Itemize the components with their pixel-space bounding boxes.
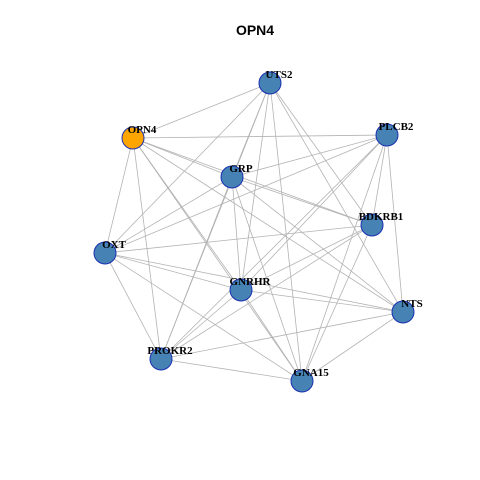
node-circle — [149, 347, 173, 371]
edge-nts-prokr2 — [160, 311, 404, 360]
edge-bdkrb1-gnrhr — [240, 224, 373, 291]
edge-opn4-nts — [132, 137, 404, 313]
edge-grp-gnrhr — [231, 176, 242, 291]
edge-oxt-gna15 — [104, 252, 303, 382]
edge-uts2-oxt — [104, 82, 271, 254]
edge-opn4-bdkrb1 — [132, 137, 373, 226]
node-circle — [229, 278, 253, 302]
edge-oxt-gnrhr — [104, 252, 242, 291]
edge-plcb2-oxt — [104, 134, 388, 254]
node-label: UTS2 — [266, 69, 293, 81]
edge-oxt-prokr2 — [104, 252, 162, 360]
node-grp: GRP — [220, 163, 253, 189]
node-gna15: GNA15 — [290, 367, 329, 393]
edge-gnrhr-gna15 — [240, 289, 303, 382]
node-circle — [93, 241, 117, 265]
edge-opn4-grp — [132, 137, 233, 178]
node-circle — [121, 126, 145, 150]
edge-prokr2-gna15 — [160, 358, 303, 382]
edge-grp-bdkrb1 — [231, 176, 373, 226]
node-label: GNA15 — [293, 367, 329, 379]
edge-opn4-gna15 — [132, 137, 303, 382]
node-label: OPN4 — [128, 124, 157, 136]
node-bdkrb1: BDKRB1 — [359, 211, 404, 237]
node-plcb2: PLCB2 — [375, 121, 414, 147]
edge-uts2-bdkrb1 — [269, 82, 373, 226]
edge-gnrhr-nts — [240, 289, 404, 313]
node-oxt: OXT — [93, 239, 127, 265]
node-gnrhr: GNRHR — [229, 276, 272, 302]
edge-oxt-nts — [104, 252, 404, 313]
node-label: PLCB2 — [379, 121, 414, 133]
node-circle — [258, 71, 282, 95]
node-circle — [360, 213, 384, 237]
edge-grp-prokr2 — [160, 176, 233, 360]
edge-opn4-oxt — [104, 137, 134, 254]
edge-grp-gna15 — [231, 176, 303, 382]
edge-bdkrb1-prokr2 — [160, 224, 373, 360]
edge-opn4-plcb2 — [132, 134, 388, 139]
node-label: GRP — [229, 163, 253, 175]
node-circle — [220, 165, 244, 189]
edge-grp-nts — [231, 176, 404, 313]
edge-plcb2-prokr2 — [160, 134, 388, 360]
edge-uts2-opn4 — [132, 82, 271, 139]
edge-plcb2-gnrhr — [240, 134, 388, 291]
node-uts2: UTS2 — [258, 69, 293, 95]
node-label: NTS — [401, 298, 422, 310]
node-label: BDKRB1 — [359, 211, 404, 223]
node-opn4: OPN4 — [121, 124, 157, 150]
node-circle — [375, 123, 399, 147]
edge-plcb2-gna15 — [301, 134, 388, 382]
edge-plcb2-grp — [231, 134, 388, 178]
edge-plcb2-bdkrb1 — [371, 134, 388, 226]
edge-uts2-nts — [269, 82, 404, 313]
diagram-title: OPN4 — [236, 22, 274, 38]
node-label: OXT — [102, 239, 127, 251]
node-label: PROKR2 — [147, 345, 193, 357]
edge-grp-oxt — [104, 176, 233, 254]
edge-gnrhr-prokr2 — [160, 289, 242, 360]
node-nts: NTS — [391, 298, 423, 324]
node-prokr2: PROKR2 — [147, 345, 193, 371]
edge-plcb2-nts — [386, 134, 404, 313]
edges-layer — [104, 82, 404, 382]
node-circle — [391, 300, 415, 324]
edge-nts-gna15 — [301, 311, 404, 382]
edge-uts2-gna15 — [269, 82, 303, 382]
node-label: GNRHR — [230, 276, 272, 288]
edge-bdkrb1-oxt — [104, 224, 373, 254]
edge-uts2-gnrhr — [240, 82, 271, 291]
node-circle — [290, 369, 314, 393]
